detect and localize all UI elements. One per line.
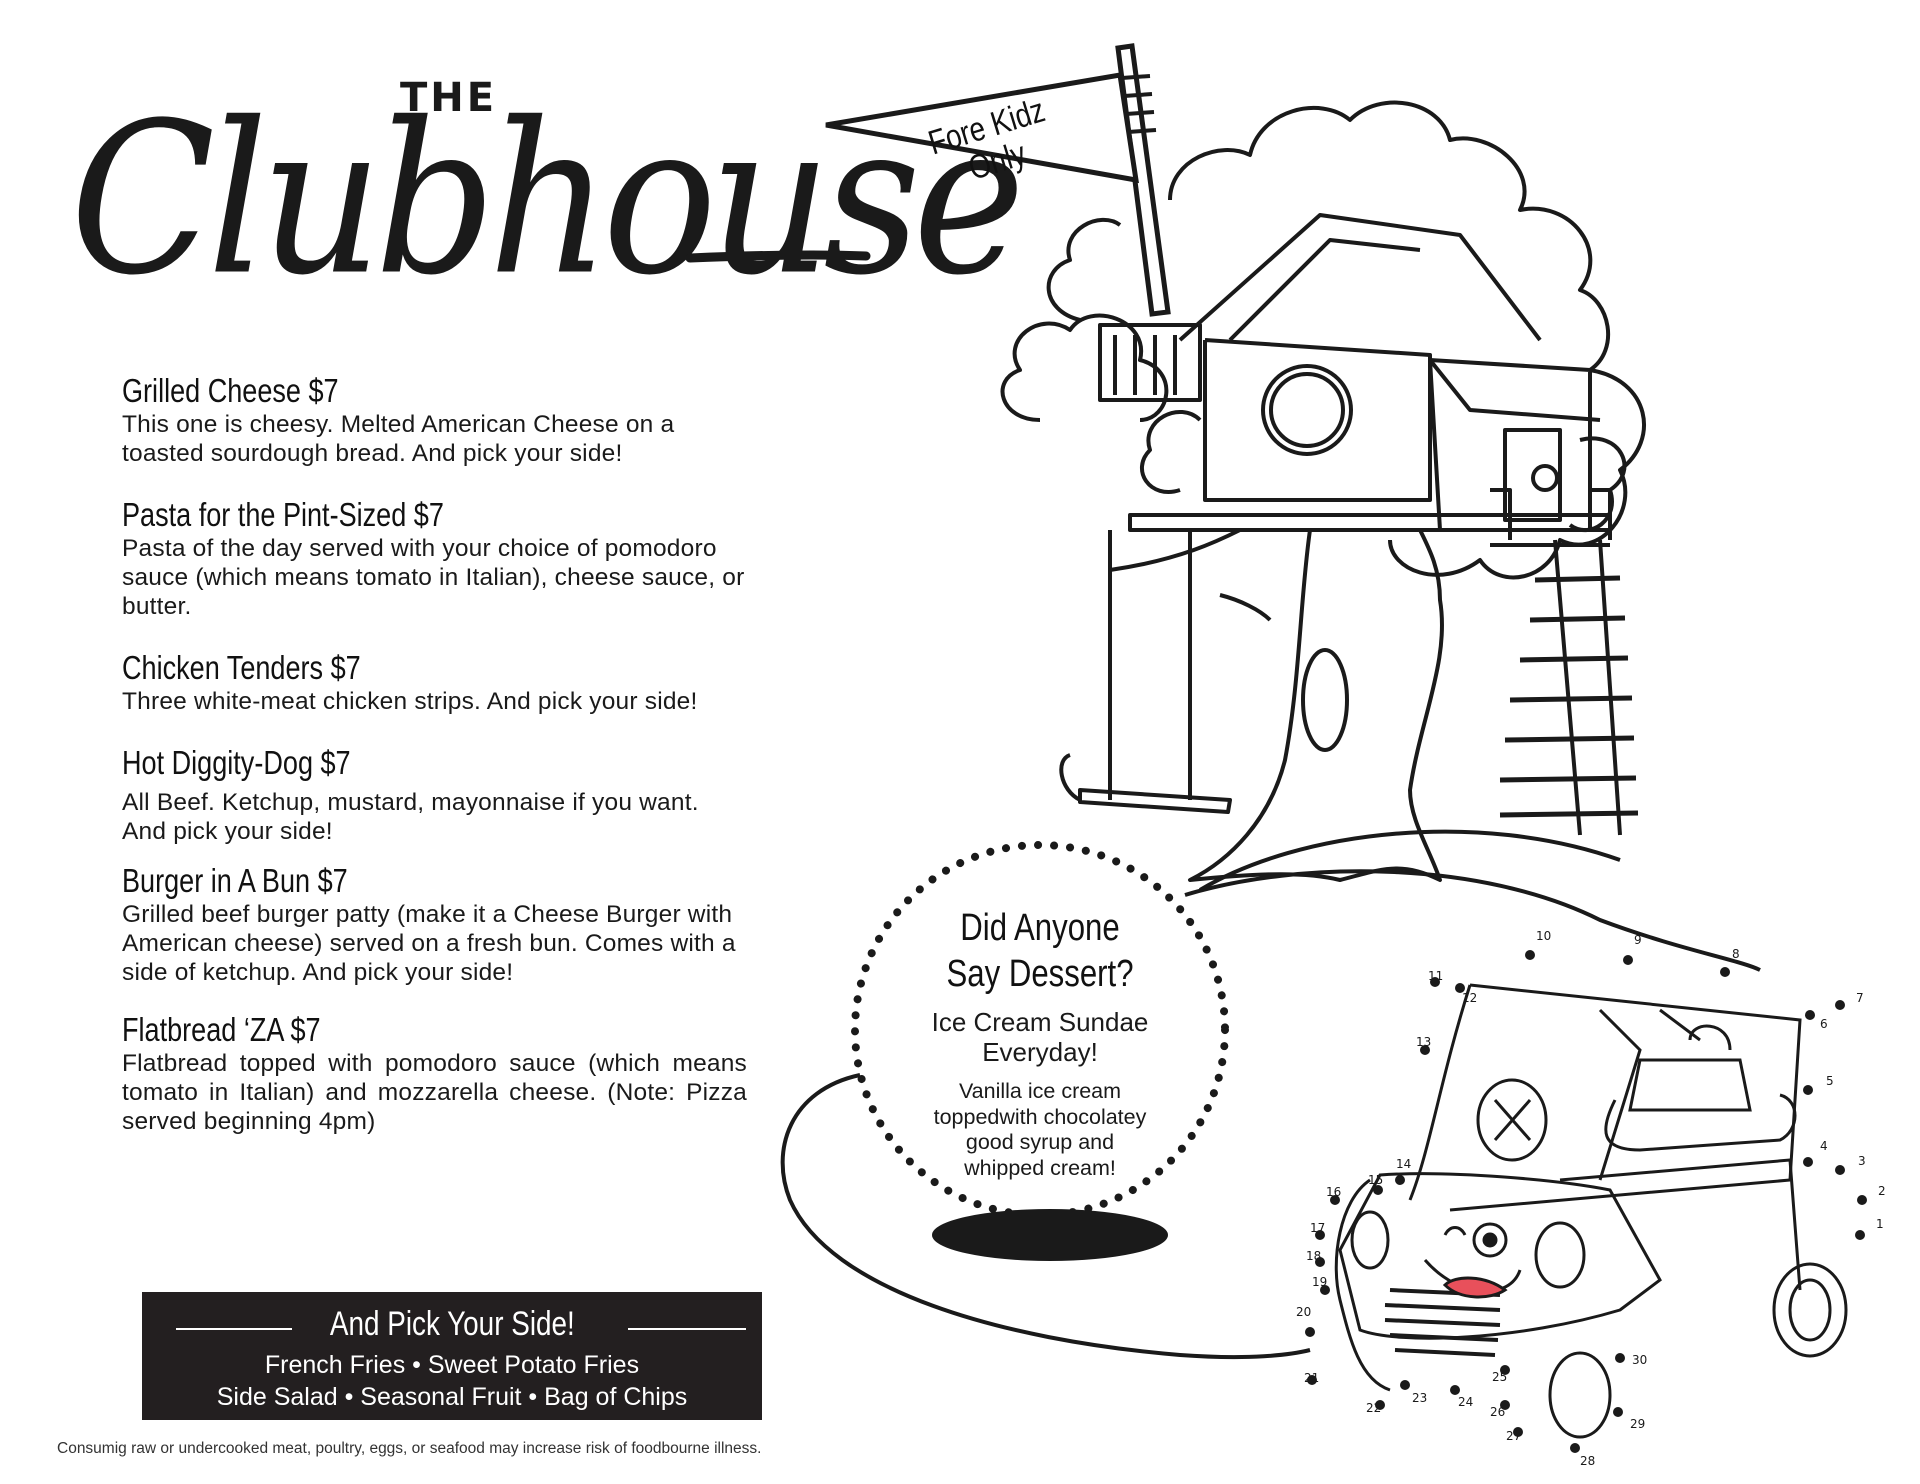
dot-label: 17	[1310, 1221, 1325, 1235]
dot-label: 9	[1634, 933, 1642, 947]
dot-label: 23	[1412, 1391, 1427, 1405]
kids-menu: Grilled Cheese $7 This one is cheesy. Me…	[122, 372, 762, 1136]
menu-item-description: Grilled beef burger patty (make it a Che…	[122, 901, 736, 986]
dot-label: 25	[1492, 1370, 1507, 1384]
dessert-desc-line-2: toppedwith chocolatey	[933, 1104, 1147, 1129]
menu-item-description: Flatbread topped with pomodoro sauce (wh…	[122, 1050, 747, 1135]
menu-item-title: Chicken Tenders $7	[122, 649, 361, 686]
menu-item-title: Burger in A Bun $7	[122, 862, 348, 899]
logo-the-text: THE	[400, 75, 498, 121]
dessert-subtitle-line-1: Ice Cream Sundae	[931, 1007, 1149, 1037]
dessert-desc-line-3: good syrup and	[965, 1130, 1115, 1154]
dot-label: 30	[1632, 1353, 1647, 1367]
menu-item: Chicken Tenders $7 Three white-meat chic…	[122, 649, 762, 716]
logo-swoosh	[685, 250, 871, 263]
dot-label: 13	[1416, 1035, 1431, 1049]
dot-label: 2	[1878, 1184, 1886, 1198]
dessert-subtitle: Ice Cream Sundae Everyday!	[890, 1007, 1190, 1067]
dot-label: 1	[1876, 1217, 1884, 1231]
divider-line	[176, 1328, 292, 1330]
dot-label: 20	[1296, 1305, 1311, 1319]
dot-to-dot-numbers: 1 2 3 4 5 6 7 8 9 10 11 12 13 14 15 16 1…	[1296, 929, 1886, 1468]
flag-icon	[825, 43, 1171, 317]
dot-label: 18	[1306, 1249, 1321, 1263]
divider-line	[628, 1328, 746, 1330]
dot-label: 24	[1458, 1395, 1473, 1409]
sides-title-text: And Pick Your Side!	[329, 1305, 575, 1343]
sides-options-line-2: Side Salad • Seasonal Fruit • Bag of Chi…	[216, 1383, 688, 1411]
dot-label: 29	[1630, 1417, 1645, 1431]
dot-label: 5	[1826, 1074, 1834, 1088]
dot-label: 14	[1396, 1157, 1411, 1171]
menu-item: Hot Diggity-Dog $7 All Beef. Ketchup, mu…	[122, 744, 762, 846]
menu-item-title: Grilled Cheese $7	[122, 372, 339, 409]
sides-title-row: And Pick Your Side!	[142, 1302, 762, 1346]
dot-label: 7	[1856, 991, 1864, 1005]
menu-item-description: Pasta of the day served with your choice…	[122, 535, 745, 620]
dessert-section: Did Anyone Say Dessert? Ice Cream Sundae…	[890, 905, 1190, 1181]
dot-label: 10	[1536, 929, 1551, 943]
dot-label: 19	[1312, 1275, 1327, 1289]
sides-title: And Pick Your Side!	[142, 1302, 762, 1346]
dot-label: 22	[1366, 1401, 1381, 1415]
sides-box: And Pick Your Side! French Fries • Sweet…	[142, 1292, 762, 1420]
menu-item-description: All Beef. Ketchup, mustard, mayonnaise i…	[122, 789, 699, 845]
dessert-description: Vanilla ice cream toppedwith chocolatey …	[890, 1079, 1190, 1181]
dot-label: 15	[1368, 1173, 1383, 1187]
food-safety-disclaimer: Consumig raw or undercooked meat, poultr…	[57, 1440, 762, 1457]
dot-label: 3	[1858, 1154, 1866, 1168]
dot-label: 28	[1580, 1454, 1595, 1468]
dessert-desc-line-4: whipped cream!	[964, 1155, 1116, 1180]
menu-item-title: Hot Diggity-Dog $7	[122, 744, 351, 781]
menu-item-title: Pasta for the Pint-Sized $7	[122, 496, 444, 533]
menu-item-description: This one is cheesy. Melted American Chee…	[122, 411, 675, 467]
golf-hole-icon	[932, 1209, 1168, 1261]
dot-label: 26	[1490, 1405, 1505, 1419]
dot-label: 6	[1820, 1017, 1828, 1031]
dot-to-dot-points	[1305, 950, 1867, 1453]
dot-label: 12	[1462, 991, 1477, 1005]
dot-label: 16	[1326, 1185, 1341, 1199]
dot-label: 4	[1820, 1139, 1828, 1153]
dessert-desc-line-1: Vanilla ice cream	[958, 1079, 1122, 1103]
dessert-subtitle-line-2: Everyday!	[982, 1037, 1098, 1067]
menu-item-title: Flatbread ‘ZA $7	[122, 1011, 321, 1048]
dessert-title-line-2: Say Dessert?	[946, 953, 1134, 995]
menu-item: Burger in A Bun $7 Grilled beef burger p…	[122, 862, 762, 987]
golf-cart-icon	[1334, 983, 1848, 1439]
dessert-title-line-1: Did Anyone	[960, 907, 1120, 949]
dot-label: 21	[1304, 1371, 1319, 1385]
menu-item-description: Three white-meat chicken strips. And pic…	[122, 688, 698, 715]
treehouse-icon	[1000, 100, 1761, 972]
sides-options-line-1: French Fries • Sweet Potato Fries	[264, 1351, 640, 1379]
dot-label: 8	[1732, 947, 1740, 961]
menu-item: Flatbread ‘ZA $7 Flatbread topped with p…	[122, 1011, 762, 1136]
dot-label: 11	[1428, 969, 1443, 983]
dot-label: 27	[1506, 1429, 1521, 1443]
green-path-line	[780, 1073, 1311, 1360]
menu-item: Pasta for the Pint-Sized $7 Pasta of the…	[122, 496, 762, 621]
menu-item: Grilled Cheese $7 This one is cheesy. Me…	[122, 372, 762, 468]
